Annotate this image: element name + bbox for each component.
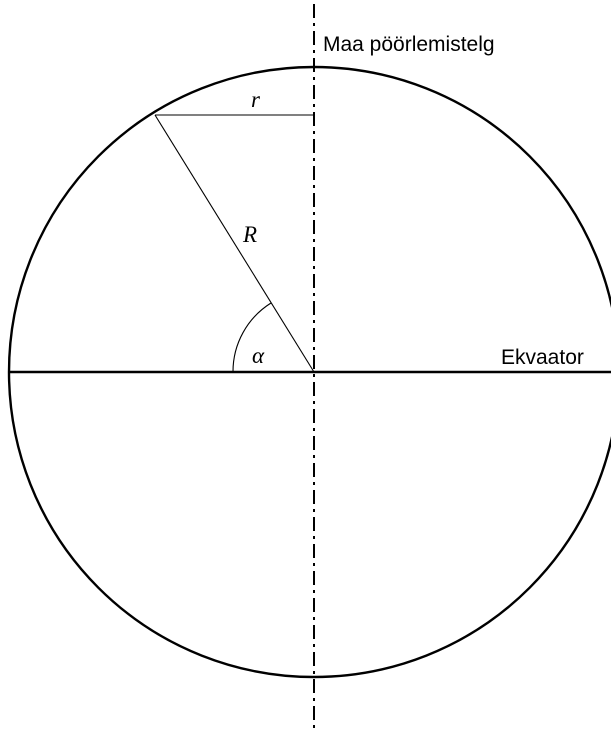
angle-label: α <box>252 343 265 368</box>
equator-label: Ekvaator <box>501 346 584 369</box>
axis-label: Maa pöörlemistelg <box>323 33 495 56</box>
small-radius-label: r <box>251 87 261 112</box>
big-radius-label: R <box>242 222 257 247</box>
big-radius-line <box>154 114 315 373</box>
angle-arc <box>232 302 272 373</box>
